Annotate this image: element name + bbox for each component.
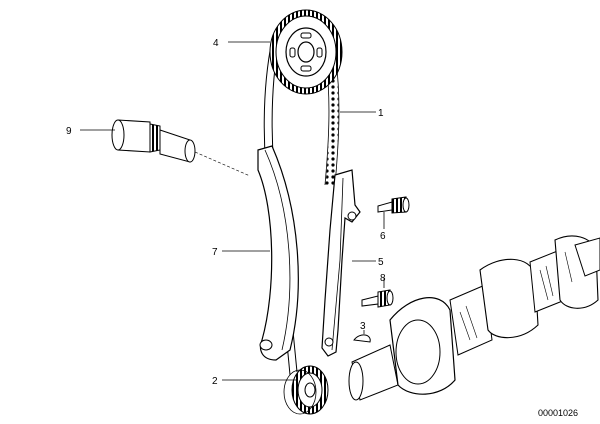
drawing-number: 00001026 — [538, 408, 578, 418]
tensioner-rail — [257, 145, 299, 361]
callout-9: 9 — [66, 126, 72, 137]
callout-7: 7 — [212, 247, 218, 258]
callout-1: 1 — [378, 108, 384, 119]
guide-rail — [321, 169, 361, 357]
camshaft-sprocket — [269, 9, 343, 95]
callout-8: 8 — [380, 273, 386, 284]
crankshaft-sprocket — [283, 365, 329, 415]
callout-5: 5 — [378, 257, 384, 268]
bolt-upper — [377, 196, 410, 214]
callout-3: 3 — [360, 321, 366, 332]
callout-2: 2 — [212, 376, 218, 387]
woodruff-key — [353, 334, 371, 343]
bolt-lower — [361, 289, 394, 308]
leader-lines — [80, 41, 385, 381]
crankshaft — [348, 235, 600, 401]
callout-numbers: 4 1 9 7 6 5 8 3 2 — [66, 38, 386, 387]
tensioner-piston — [111, 119, 251, 177]
callout-6: 6 — [380, 231, 386, 242]
callout-4: 4 — [213, 38, 219, 49]
